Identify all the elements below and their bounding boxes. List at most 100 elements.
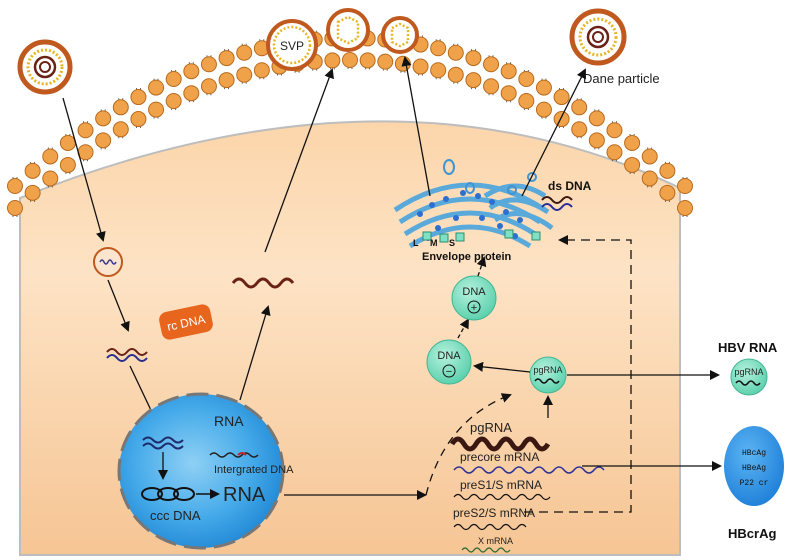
lipid-head	[606, 122, 623, 139]
integrated-dna-strand	[209, 452, 259, 458]
transcript-pres1-label: preS1/S mRNA	[460, 478, 542, 492]
lipid-head	[500, 85, 517, 102]
lipid-head	[59, 156, 76, 173]
lipid-head	[677, 200, 693, 216]
lipid-head	[165, 70, 182, 87]
plus-strand-arrow	[457, 318, 469, 339]
lipid-head	[236, 66, 253, 83]
lipid-head	[200, 56, 217, 73]
lipid-head	[483, 56, 500, 73]
svp-filament	[326, 8, 370, 52]
lipid-head	[465, 72, 482, 89]
ds-dna-label: ds DNA	[548, 179, 592, 193]
lipid-head	[95, 132, 112, 149]
transcript-precore-wave	[453, 466, 605, 474]
transcript-pgrna-label: pgRNA	[470, 420, 512, 435]
naked-capsid	[381, 16, 419, 54]
pgrna-circle-label: pgRNA	[533, 365, 562, 375]
dane-particle-label: Dane particle	[583, 71, 660, 86]
dna-minus-label: DNA	[437, 350, 461, 362]
lipid-head	[377, 53, 394, 70]
ds-dna-strands	[541, 196, 573, 211]
hbcrag-title: HBcrAg	[728, 526, 776, 541]
hbv-rna-title: HBV RNA	[718, 340, 778, 355]
dna-minus-sign: −	[446, 366, 452, 378]
lipid-head	[624, 156, 641, 173]
lipid-head	[7, 178, 23, 194]
dna-plus-sign: +	[471, 302, 477, 314]
lipid-head	[24, 184, 41, 201]
svp-particle: SVP	[266, 19, 318, 71]
lipid-head	[588, 110, 605, 127]
transcript-pgrna-wave	[449, 436, 551, 452]
svp-release-arrow	[264, 68, 334, 253]
hbcrag-inner-2: HBeAg	[742, 464, 766, 473]
lipid-head	[571, 99, 588, 116]
lipid-head	[7, 200, 23, 216]
lipid-head	[148, 79, 165, 96]
lipid-head	[359, 52, 376, 69]
lipid-head	[500, 63, 517, 80]
envelope-protein-label: Envelope protein	[422, 251, 512, 263]
lipid-head	[95, 110, 112, 127]
lipid-head	[447, 66, 464, 83]
svp-label: SVP	[280, 39, 304, 53]
cell-membrane	[7, 29, 693, 217]
lipid-head	[183, 63, 200, 80]
recycling-path	[524, 235, 632, 513]
lipid-head	[130, 89, 147, 106]
rc-dna-strands	[106, 348, 148, 362]
rna-export-arrow	[239, 305, 271, 401]
transcript-precore-label: precore mRNA	[460, 450, 539, 464]
dna-plus-label: DNA	[462, 286, 486, 298]
hbcrag-inner-3: P22 cr	[740, 479, 769, 488]
lipid-head	[641, 148, 658, 165]
lipid-head	[553, 111, 570, 128]
dna-minus-circle: DNA −	[426, 339, 472, 385]
hbv-rna-inner-label: pgRNA	[734, 367, 763, 377]
lipid-head	[677, 178, 693, 194]
lipid-head	[659, 184, 676, 201]
transcript-pres1-wave	[453, 493, 551, 501]
er-vesicles	[443, 159, 537, 195]
lipid-head	[112, 99, 129, 116]
lipid-head	[253, 62, 270, 79]
er-golgi-complex	[393, 182, 554, 249]
transcript-x-wave	[461, 547, 511, 553]
lipid-head	[553, 89, 570, 106]
lipid-head	[588, 132, 605, 149]
lipid-head	[112, 121, 129, 138]
transcript-pres2-wave	[453, 523, 527, 531]
lipid-head	[518, 70, 535, 87]
lipid-head	[324, 52, 341, 69]
transcript-pres2-label: preS2/S mRNA	[453, 506, 535, 520]
lipid-head	[465, 50, 482, 67]
lipid-head	[641, 170, 658, 187]
ccc-dna-label: ccc DNA	[150, 508, 201, 523]
lipid-head	[624, 134, 641, 151]
hbv-rna-circle: pgRNA	[730, 358, 768, 396]
pgrna-encapsidation-arrow	[425, 393, 512, 496]
lipid-head	[183, 85, 200, 102]
lipid-head	[394, 55, 411, 72]
cytoplasmic-rna	[231, 277, 295, 289]
lipid-head	[483, 78, 500, 95]
lipid-head	[535, 101, 552, 118]
lipid-head	[412, 58, 429, 75]
lipid-head	[606, 144, 623, 161]
pgrna-circle: pgRNA	[529, 356, 567, 394]
lipid-head	[42, 170, 59, 187]
nucleus	[117, 392, 285, 550]
rna-big-label: RNA	[223, 484, 266, 506]
entry-arrow	[62, 97, 106, 242]
lipid-head	[24, 162, 41, 179]
capsid-release-arrow	[401, 56, 431, 197]
dane-release-arrow	[521, 68, 586, 197]
transcript-list: pgRNA precore mRNA preS1/S mRNA preS2/S …	[449, 420, 605, 553]
l-label: L	[413, 238, 419, 248]
incoming-virus	[17, 39, 73, 95]
lipid-head	[42, 148, 59, 165]
endosome	[93, 247, 123, 277]
nuclear-dna	[142, 436, 184, 450]
lipid-head	[148, 101, 165, 118]
